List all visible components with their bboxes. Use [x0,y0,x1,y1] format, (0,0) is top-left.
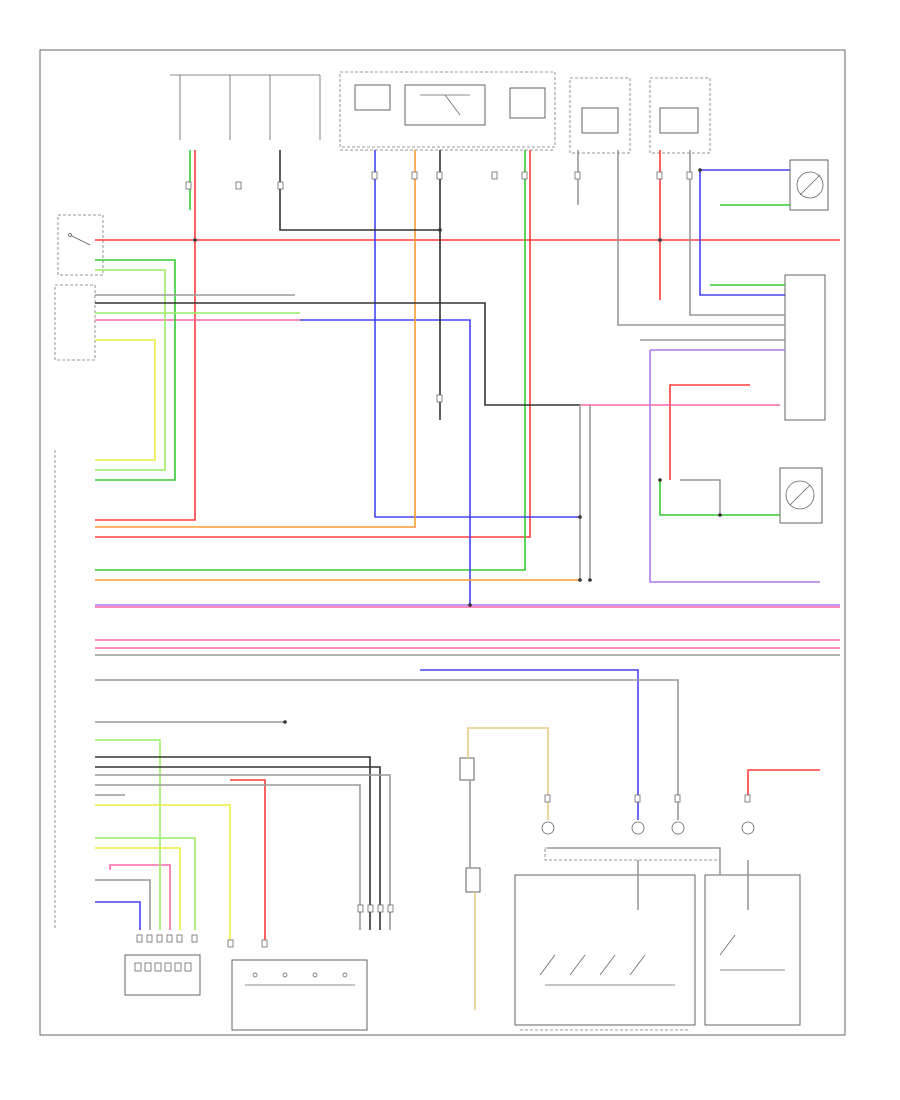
wire-green-1 [95,150,526,571]
splice-points [193,168,722,724]
ecm-connector-right [784,274,826,421]
wire-violet-2 [649,350,820,583]
wire-yellow-1 [95,339,156,461]
wire-pink-6 [109,864,171,930]
wire-red-5 [230,779,266,940]
wire-dark-5 [95,766,381,930]
steering-pad-switch [704,874,801,1026]
wire-blue-3 [420,669,639,820]
wire-gray-12 [680,479,721,515]
wire-blue-5 [699,170,785,296]
wire-lightgreen-2 [95,269,166,471]
cluster-module-bottom [231,959,368,1031]
connector-left-upper [54,284,96,361]
fuse-block-top [170,71,556,151]
wire-lightgreen-4 [95,837,196,930]
wire-blue-1 [374,150,580,518]
switch-left-top [57,214,104,276]
relay-right-top [569,77,711,154]
wire-gray-15 [548,847,721,875]
sensor-right-mid [779,467,823,524]
wire-yellow-3 [95,847,181,930]
diagram-border [39,49,846,1036]
connector-marks [136,171,751,948]
wire-lightgreen-3 [95,739,161,930]
wire-blue-2 [300,319,471,605]
wire-red-vert-1 [95,150,196,521]
wire-gray-13 [95,679,679,820]
wire-red-4 [669,384,750,480]
wire-gray-4 [95,774,391,930]
wire-red-2 [95,150,531,538]
wire-green-4 [659,480,780,516]
wire-dark-4 [95,756,371,930]
wire-tan-1 [467,727,549,820]
junction-small [459,757,481,893]
wire-red-6 [747,769,820,800]
wire-gray-19 [95,879,151,930]
wire-dark-2 [95,302,580,406]
connector-bottom-left [124,954,201,996]
wire-green-2 [95,259,176,481]
cruise-control-switch [514,874,696,1031]
wire-gray-7 [617,150,785,326]
wire-orange-1 [95,150,416,528]
wire-gray-5 [95,784,361,930]
wire-dark-1 [279,150,441,231]
wire-yellow-2 [95,804,231,940]
sensor-right-top [789,159,829,211]
wire-gray-8 [689,150,785,316]
wire-blue-6 [95,901,141,930]
spiral-cable-connectors [541,821,755,861]
